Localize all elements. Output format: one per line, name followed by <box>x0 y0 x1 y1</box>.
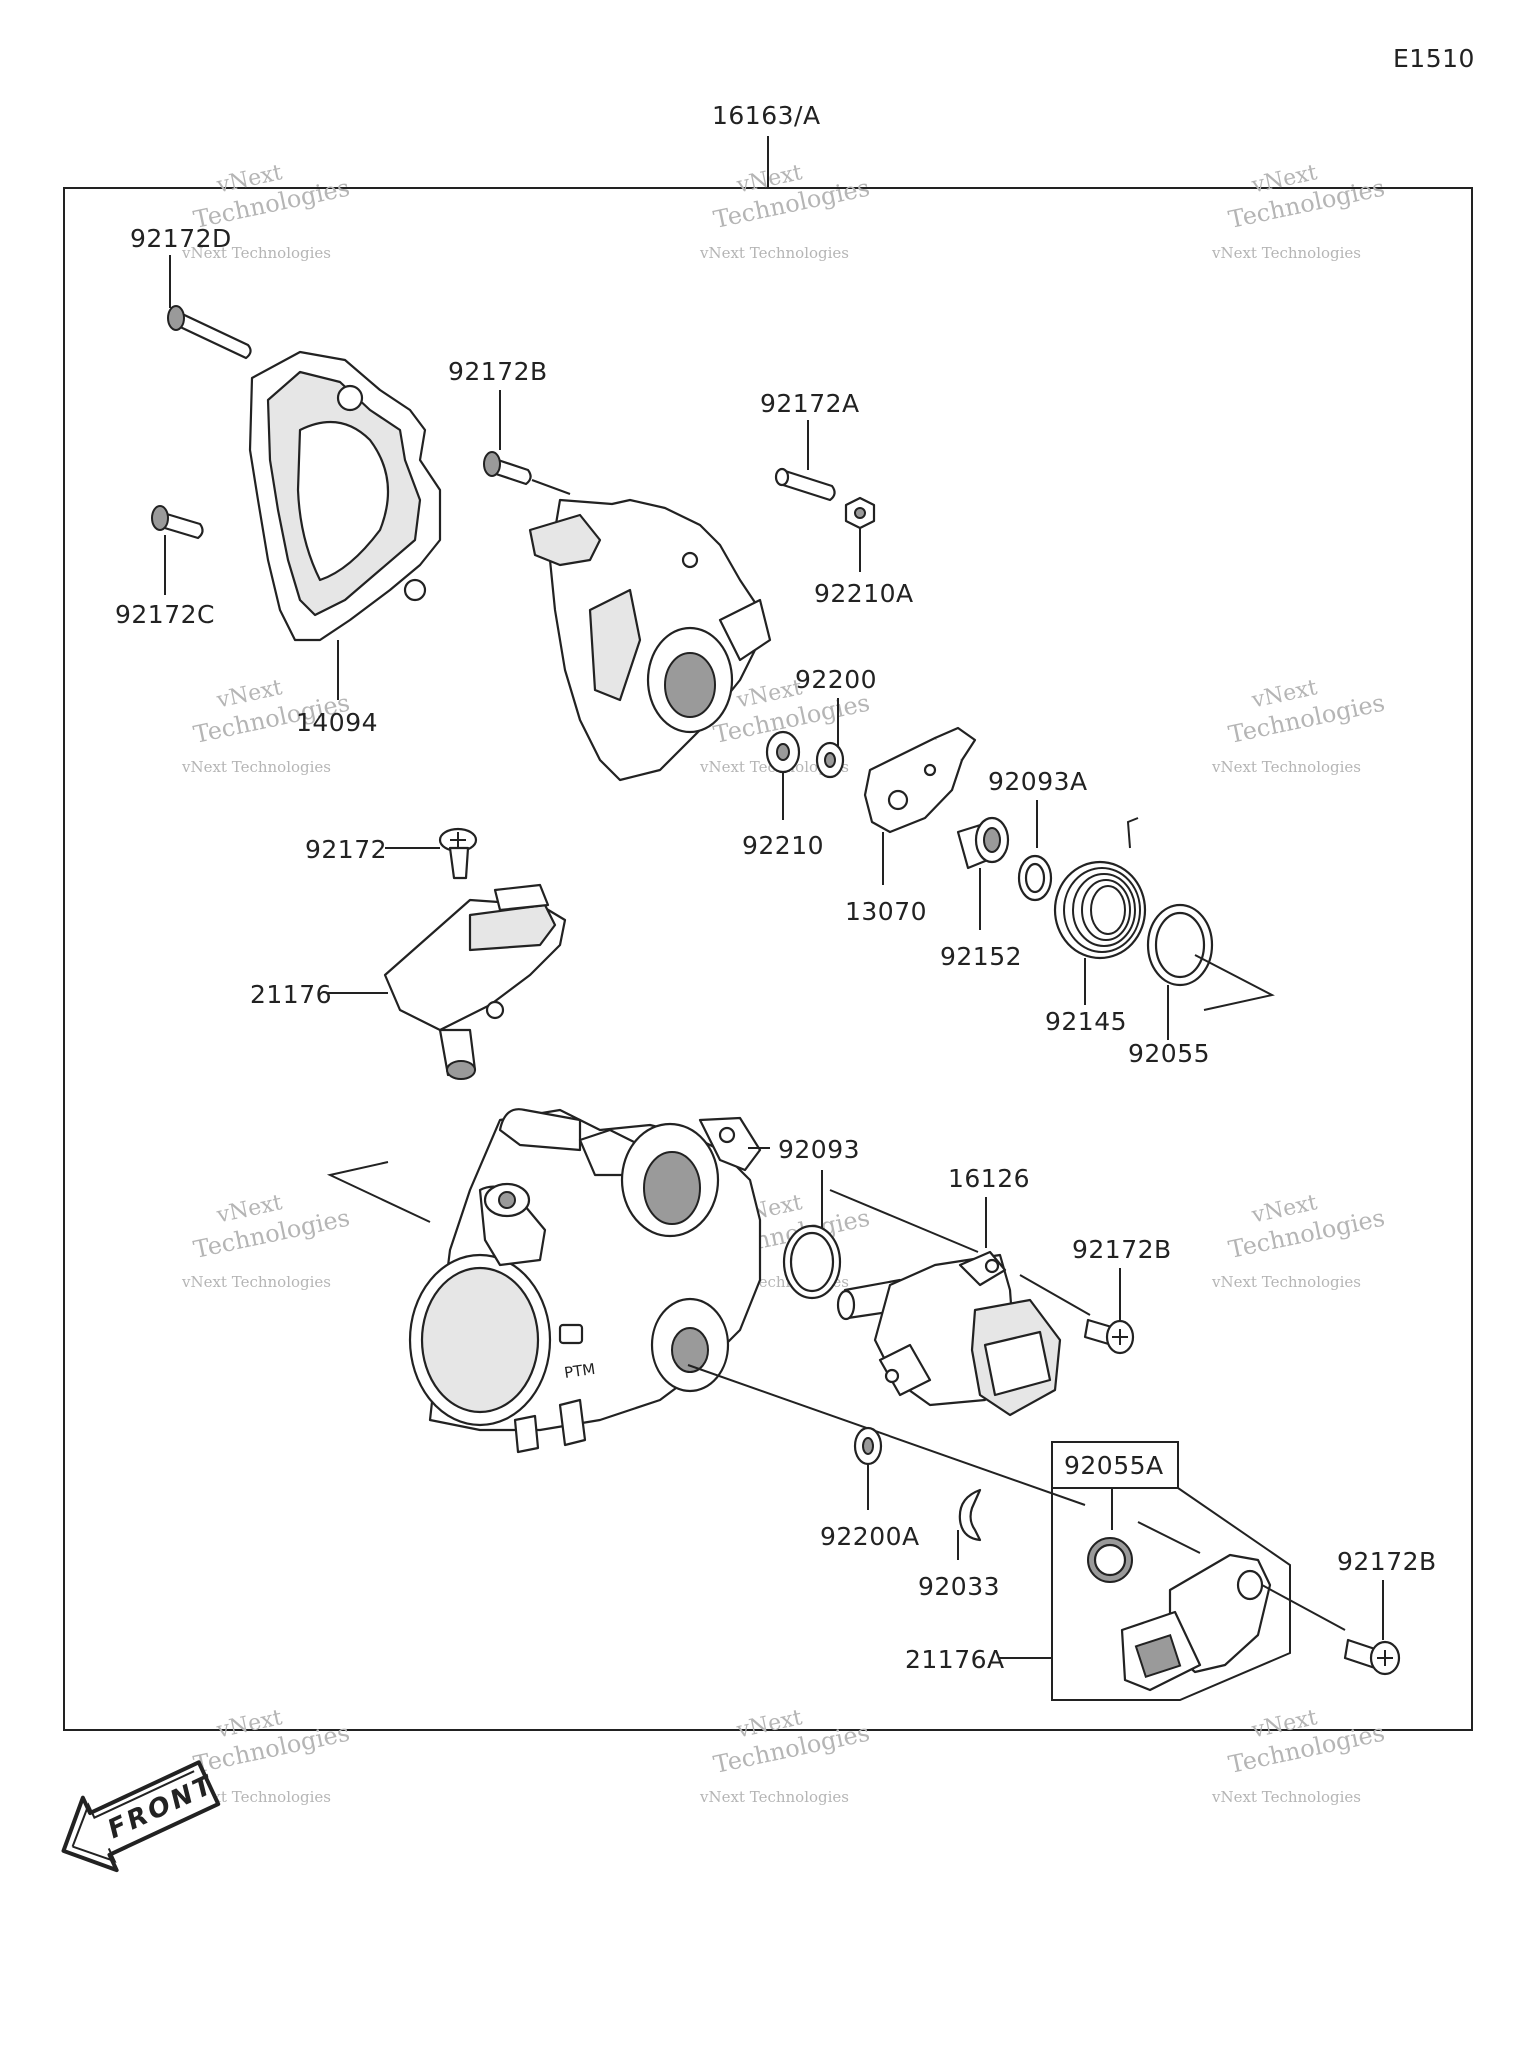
bracket-13070 <box>863 726 977 834</box>
screw-92172B-mid <box>1083 1318 1135 1355</box>
label-92210A: 92210A <box>814 579 914 608</box>
oring-92093A <box>1017 854 1053 902</box>
label-92200: 92200 <box>795 665 877 694</box>
throttle-cover <box>528 498 772 782</box>
label-92172A: 92172A <box>760 389 860 418</box>
label-92145: 92145 <box>1045 1007 1127 1036</box>
label-92172B-bot: 92172B <box>1337 1547 1437 1576</box>
washer-92210 <box>765 730 801 774</box>
watermark-text: vNext Technologies <box>699 1788 849 1806</box>
label-16126: 16126 <box>948 1164 1030 1193</box>
leader-92172B-mid-axis <box>1019 1274 1091 1316</box>
throttle-body: PTM <box>408 1108 762 1454</box>
screw-92172B-bot <box>1343 1638 1401 1676</box>
label-92152: 92152 <box>940 942 1022 971</box>
leader-21176A-axis <box>1137 1521 1201 1554</box>
watermark-text: vNext Technologies <box>1211 1788 1361 1806</box>
subassembly-frame-21176A <box>1051 1487 1291 1701</box>
label-92172B-mid: 92172B <box>1072 1235 1172 1264</box>
leader-92172B-top-axis <box>531 479 571 495</box>
assembly-frame <box>63 187 1473 1731</box>
spring-92145 <box>1053 817 1147 960</box>
sensor-21176A <box>1120 1553 1272 1692</box>
label-92093A: 92093A <box>988 767 1088 796</box>
oring-92093 <box>782 1224 842 1300</box>
bolt-92172B-top <box>483 451 532 486</box>
actuator-16126 <box>836 1250 1062 1417</box>
front-arrow: FRONT <box>61 1760 221 1873</box>
label-92210: 92210 <box>742 831 824 860</box>
label-14094: 14094 <box>296 708 378 737</box>
watermark-text: vNext Technologies <box>1211 1273 1361 1291</box>
watermark-text: vNext Technologies <box>699 244 849 262</box>
label-92033: 92033 <box>918 1572 1000 1601</box>
label-92200A: 92200A <box>820 1522 920 1551</box>
leader-92055-arrow <box>1194 954 1275 1011</box>
gasket-92055 <box>1146 903 1214 987</box>
watermark-text: vNext Technologies <box>1211 758 1361 776</box>
label-21176: 21176 <box>250 980 332 1009</box>
label-92172B-top: 92172B <box>448 357 548 386</box>
label-92172: 92172 <box>305 835 387 864</box>
label-92172D: 92172D <box>130 224 232 253</box>
bolt-92172D <box>167 305 252 360</box>
nut-92200 <box>815 741 845 779</box>
oring-92055A <box>1087 1537 1133 1583</box>
label-box-92055A <box>1051 1441 1179 1489</box>
nut-92210A <box>844 496 876 530</box>
label-92093: 92093 <box>778 1135 860 1164</box>
bolt-92172C <box>151 505 204 540</box>
label-13070: 13070 <box>845 897 927 926</box>
clip-92033 <box>958 1488 982 1542</box>
page-code: E1510 <box>1393 44 1475 73</box>
leader-92055A-axis <box>687 1364 1086 1506</box>
leader-16126-axis <box>829 1189 979 1253</box>
label-92055A: 92055A <box>1064 1451 1164 1480</box>
leader-92172B-bot-axis <box>1261 1584 1346 1631</box>
sensor-21176 <box>383 883 567 1080</box>
screw-92172 <box>438 827 478 880</box>
cover-14094 <box>248 350 442 642</box>
throttle-body-arrow <box>326 1161 431 1223</box>
bushing-92152 <box>956 816 1010 870</box>
watermark-text: vNext Technologies <box>181 1273 331 1291</box>
watermark-text: vNext Technologies <box>181 244 331 262</box>
watermark-text: vNext Technologies <box>181 758 331 776</box>
label-92055: 92055 <box>1128 1039 1210 1068</box>
ptm-stamp: PTM <box>563 1360 596 1382</box>
watermark-text: vNext Technologies <box>1211 244 1361 262</box>
label-21176A: 21176A <box>905 1645 1005 1674</box>
pin-92172A <box>774 467 836 502</box>
assembly-label: 16163/A <box>712 101 821 130</box>
label-92172C: 92172C <box>115 600 215 629</box>
washer-92200A <box>853 1426 883 1466</box>
